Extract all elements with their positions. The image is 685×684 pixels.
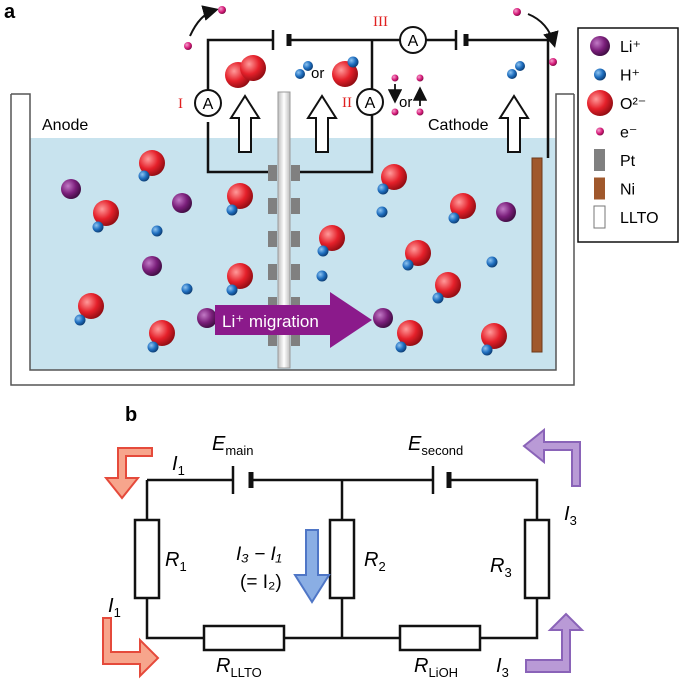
legend-text-pt: Pt xyxy=(620,153,636,170)
legend-item-h: H⁺ xyxy=(594,68,640,85)
legend-item-ni: Ni xyxy=(594,177,635,200)
i1-top-label: I1 xyxy=(172,453,185,478)
legend-text-ni: Ni xyxy=(620,182,635,199)
ammeter-1: A xyxy=(194,89,222,117)
i1-top-arrow xyxy=(103,447,153,500)
circuit-b-batteries xyxy=(231,466,452,494)
legend-symbol-llto xyxy=(593,205,606,229)
legend-text-h: H⁺ xyxy=(620,68,640,85)
battery-second xyxy=(454,30,469,50)
svg-text:A: A xyxy=(365,95,376,112)
llto-membrane xyxy=(277,91,291,369)
cathode-label: Cathode xyxy=(428,117,489,134)
i2-arrow xyxy=(293,529,331,604)
anode-label: Anode xyxy=(42,117,88,134)
i3-bottom-arrow xyxy=(525,612,585,673)
or-label-2: or xyxy=(399,94,412,111)
legend-item-li: Li⁺ xyxy=(590,36,641,56)
or-label-1: or xyxy=(311,65,324,82)
i1-bottom-label: I1 xyxy=(108,595,121,620)
i2-label-line1: I₃ − I₁ xyxy=(236,544,282,565)
legend-item-e: e⁻ xyxy=(596,125,637,142)
e-second-label: Esecond xyxy=(408,433,463,458)
r1-label: R1 xyxy=(165,549,187,574)
legend-symbol-ni xyxy=(594,177,605,200)
battery-main xyxy=(271,30,292,50)
circuit-label-3: III xyxy=(373,14,388,30)
legend-text-li: Li⁺ xyxy=(620,39,641,56)
legend-text-llto: LLTO xyxy=(620,210,659,227)
panel-b-label: b xyxy=(125,404,137,426)
legend-symbol-e xyxy=(596,127,604,136)
r3-label: R3 xyxy=(490,555,512,580)
particles xyxy=(61,6,557,356)
e-main-label: Emain xyxy=(212,433,254,458)
legend-item-llto: LLTO xyxy=(593,205,659,229)
i3-bottom-label: I3 xyxy=(496,655,509,680)
i2-label-line2: (= I₂) xyxy=(240,572,282,593)
beaker xyxy=(10,93,575,386)
legend-symbol-o xyxy=(587,90,613,116)
circuit-label-2: II xyxy=(342,95,352,111)
upward-arrows xyxy=(229,94,530,153)
circuit-b-resistors xyxy=(133,518,551,652)
li-migration-label: Li⁺ migration xyxy=(222,312,319,331)
circuit-label-1: I xyxy=(178,96,183,112)
legend-symbol-pt xyxy=(594,149,605,171)
circuit-b-wires xyxy=(145,478,539,640)
legend-item-pt: Pt xyxy=(594,149,636,171)
legend-text-e: e⁻ xyxy=(620,125,637,142)
r2-label: R2 xyxy=(364,549,386,574)
panel-a-label: a xyxy=(4,1,16,23)
li-migration-arrow xyxy=(215,292,372,348)
svg-text:A: A xyxy=(203,96,214,113)
legend-item-o: O²⁻ xyxy=(587,90,646,116)
ammeter-3: A xyxy=(399,26,427,54)
legend-symbol-h xyxy=(594,68,606,81)
electron-flow-arrow-left xyxy=(189,5,219,37)
ni-electrode xyxy=(531,157,543,353)
r-llto-label: RLLTO xyxy=(216,655,262,680)
r-lioh-label: RLiOH xyxy=(414,655,458,680)
svg-text:A: A xyxy=(408,33,419,50)
i1-bottom-arrow xyxy=(102,617,160,679)
ammeter-2: A xyxy=(356,88,384,116)
external-circuit xyxy=(206,38,550,174)
legend-text-o: O²⁻ xyxy=(620,96,646,113)
i3-top-label: I3 xyxy=(564,503,577,528)
i3-top-arrow xyxy=(522,427,581,487)
electron-flow-arrow-right xyxy=(527,13,559,48)
legend-symbol-li xyxy=(590,36,610,56)
